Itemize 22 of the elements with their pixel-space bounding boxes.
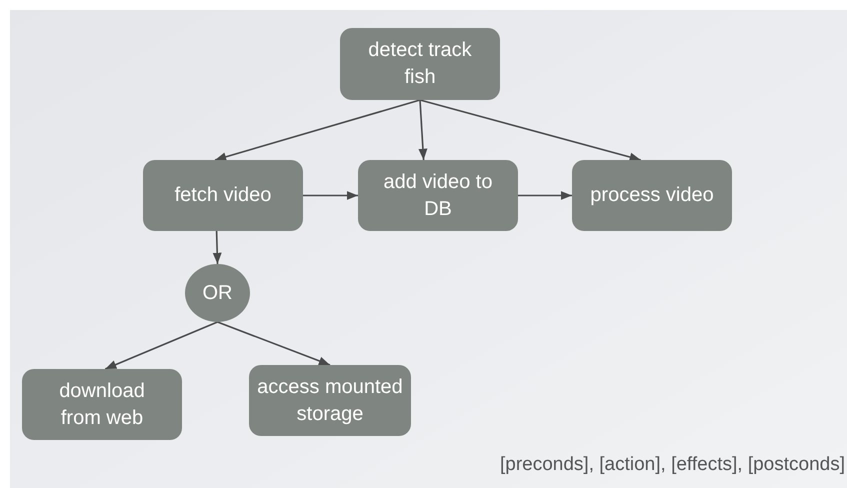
box-label: process video: [590, 183, 714, 208]
box-label: fetch video: [174, 183, 272, 208]
box-label: add video to DB: [383, 170, 493, 222]
process-box: [249, 365, 411, 436]
process-box: [572, 160, 732, 231]
arrow: [212, 230, 222, 264]
arrow: [303, 191, 358, 200]
box-label: access mounted storage: [257, 374, 403, 426]
arrow: [104, 321, 218, 370]
arrow: [518, 191, 572, 200]
arrow: [420, 99, 641, 162]
process-box: [22, 369, 182, 440]
box-label: OR: [202, 280, 232, 306]
arrow: [217, 321, 330, 366]
note-text: [preconds], [action], [effects], [postconds]: [500, 453, 845, 477]
process-box: [340, 28, 500, 100]
box-label: detect track fish: [367, 38, 473, 90]
arrow: [214, 99, 420, 162]
box-label: download from web: [58, 378, 146, 430]
arrow: [418, 100, 428, 160]
process-box: [358, 160, 518, 231]
process-box: [143, 160, 303, 231]
